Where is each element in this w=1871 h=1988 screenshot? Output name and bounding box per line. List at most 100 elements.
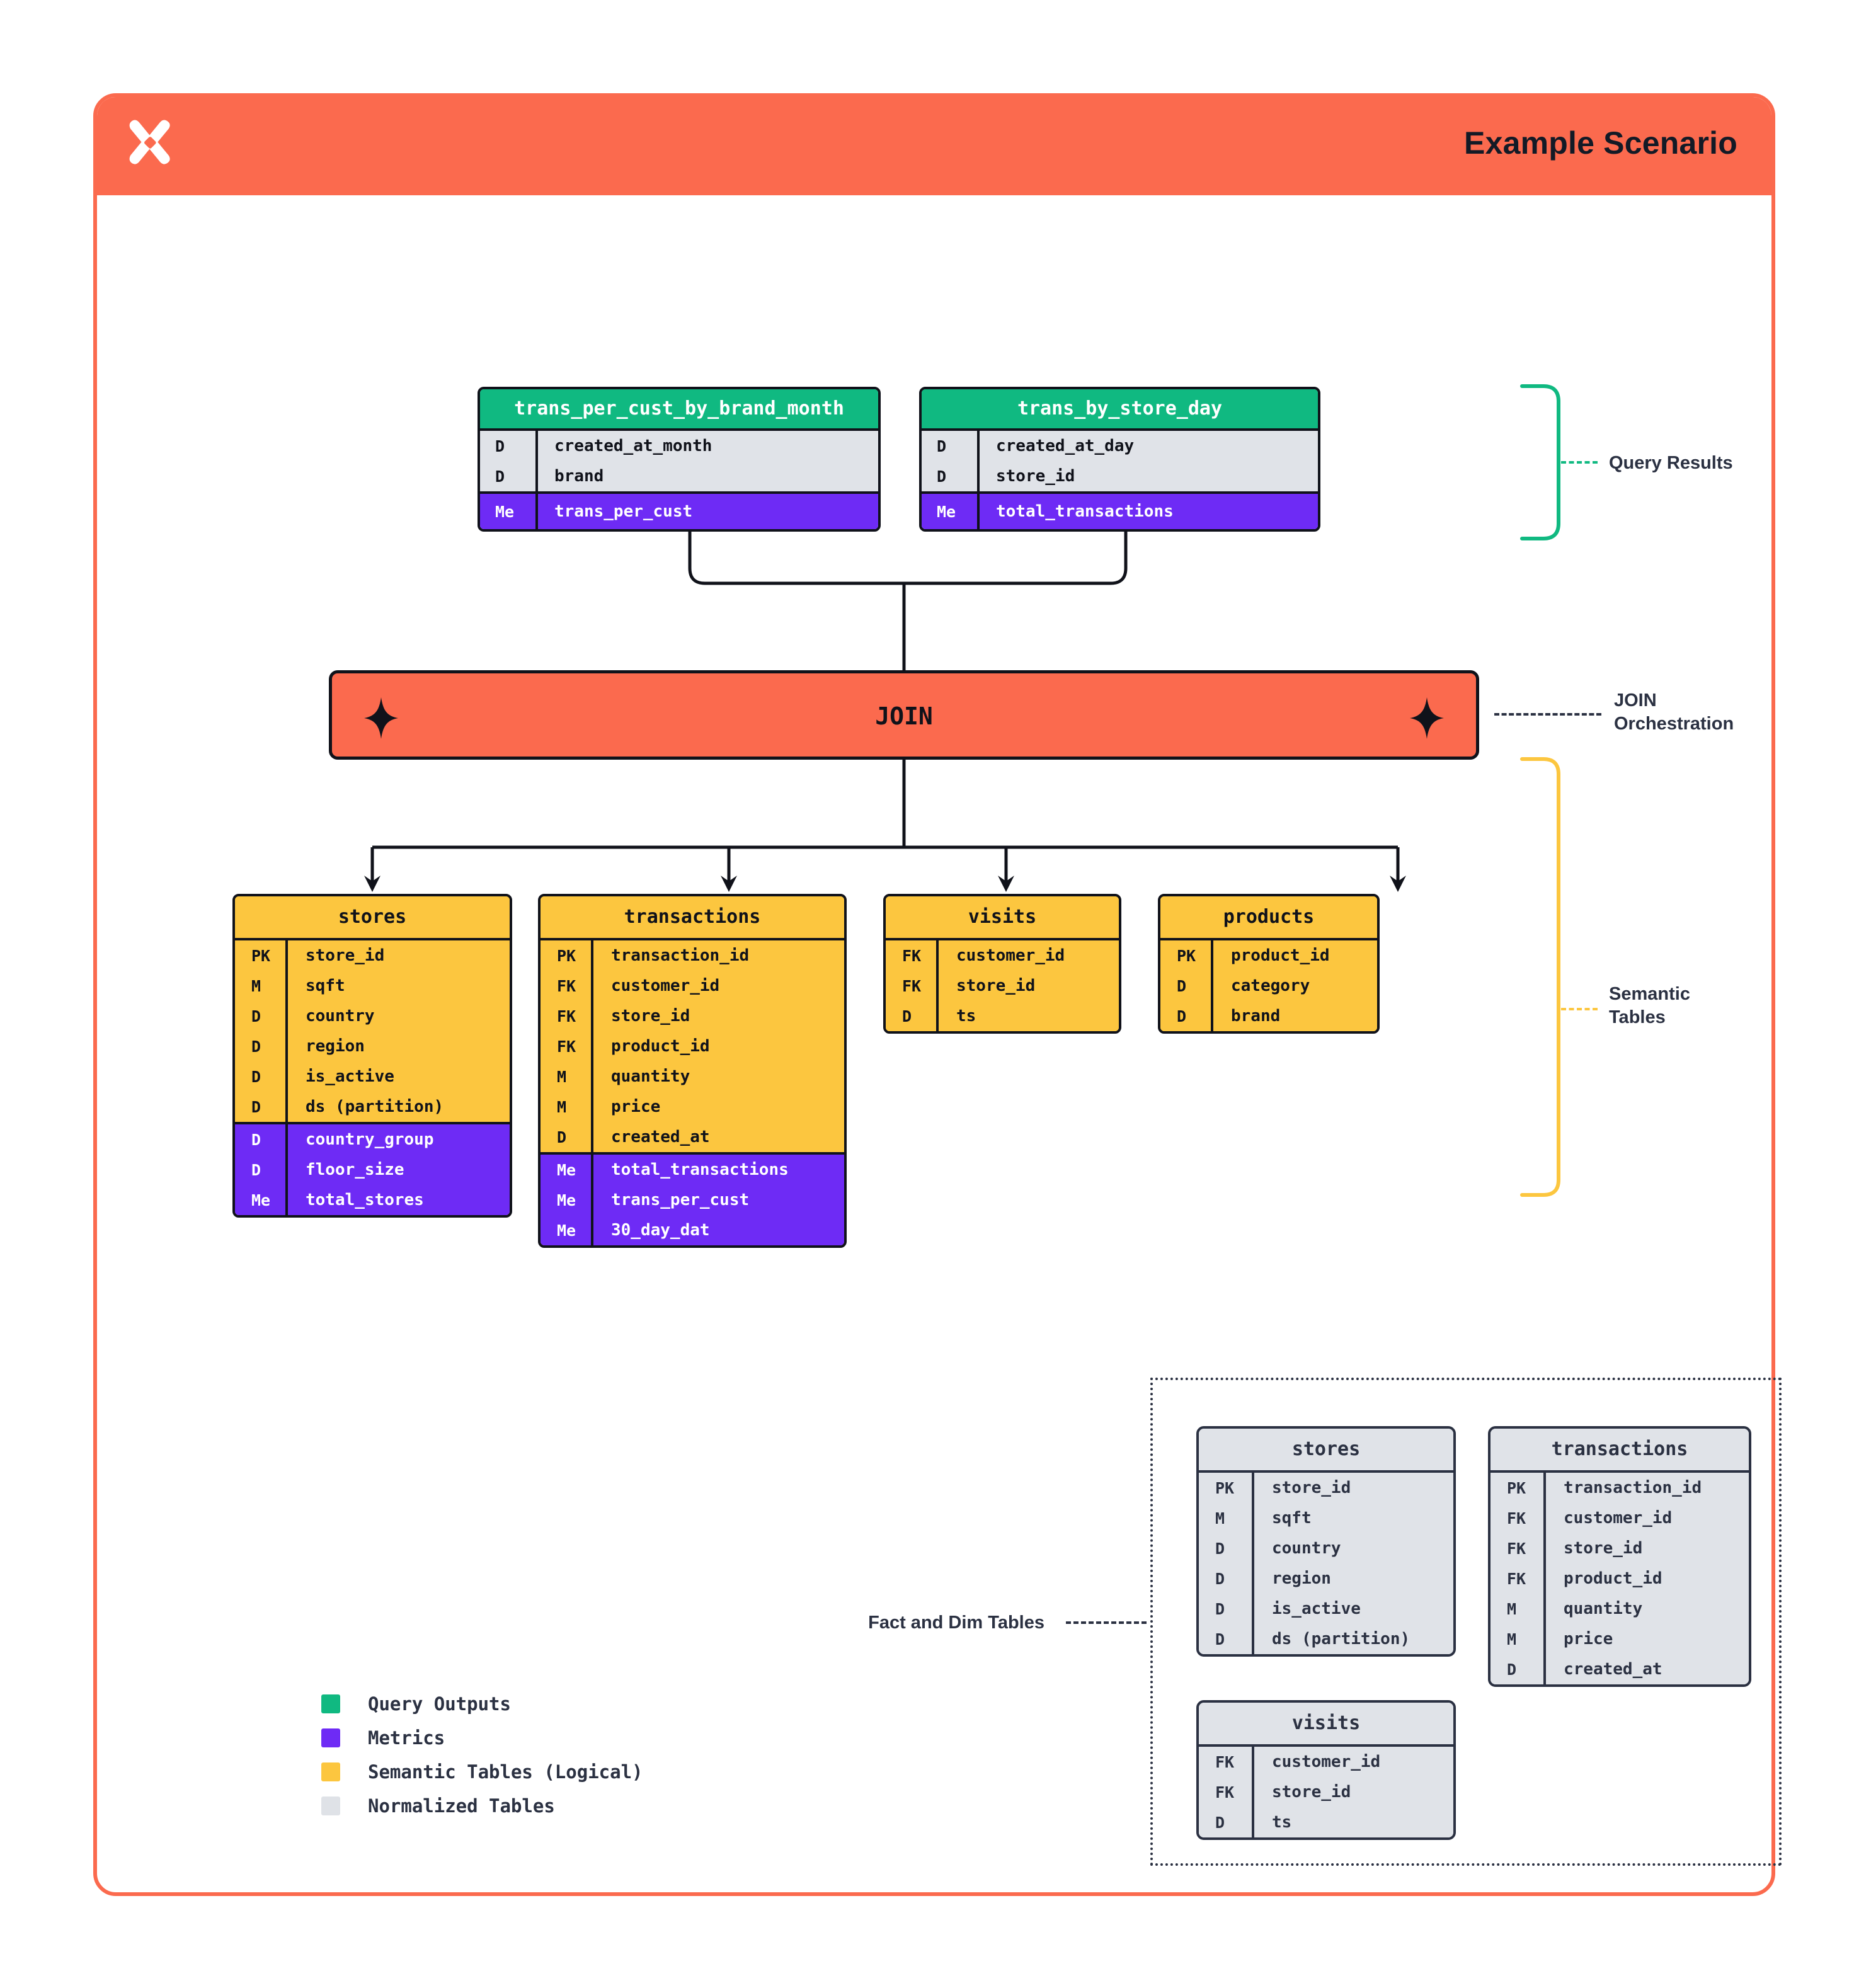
row-field: country	[1252, 1533, 1453, 1563]
table-header: transactions	[541, 896, 844, 938]
row-field: region	[285, 1031, 510, 1061]
row-key: D	[902, 1007, 912, 1025]
semantic-tables-bracket	[1520, 757, 1560, 1197]
row-key: D	[937, 437, 947, 455]
row-key: D	[251, 1160, 261, 1179]
row-key: Me	[251, 1191, 271, 1209]
legend-label: Semantic Tables (Logical)	[368, 1761, 643, 1783]
table-row: Me total_stores	[235, 1185, 510, 1215]
row-field: customer_id	[936, 940, 1119, 971]
table-header: transactions	[1491, 1429, 1749, 1470]
table-header: trans_by_store_day	[922, 389, 1318, 428]
semantic-tables-leader-line	[1561, 1008, 1598, 1010]
row-key: D	[1215, 1630, 1225, 1648]
four-point-star-logo-icon	[129, 120, 170, 164]
row-key: M	[1215, 1509, 1225, 1528]
page-title: Example Scenario	[1464, 125, 1737, 161]
row-key: FK	[1507, 1539, 1526, 1558]
table-row: D brand	[480, 461, 878, 491]
row-field: brand	[535, 461, 878, 491]
legend: Query Outputs Metrics Semantic Tables (L…	[321, 1687, 643, 1823]
table-row: Me total_transactions	[922, 494, 1318, 529]
row-key: Me	[937, 502, 956, 521]
row-field: sqft	[285, 971, 510, 1001]
row-key: D	[937, 467, 947, 486]
row-key: D	[251, 1067, 261, 1086]
legend-swatch-semantic-tables	[321, 1762, 340, 1781]
row-field: ts	[936, 1001, 1119, 1031]
sparkle-icon	[1410, 697, 1444, 739]
query-results-leader-line	[1561, 461, 1598, 464]
row-field: floor_size	[285, 1155, 510, 1185]
row-field: price	[591, 1092, 844, 1122]
row-key: FK	[557, 1007, 576, 1025]
row-field: brand	[1211, 1001, 1377, 1031]
row-field: ds (partition)	[285, 1092, 510, 1122]
row-key: D	[1507, 1660, 1517, 1679]
join-label: JOIN	[875, 702, 933, 730]
query-results-bracket	[1520, 384, 1560, 540]
row-key: Me	[557, 1221, 576, 1240]
semantic-annotation-line2: Tables	[1609, 1007, 1666, 1028]
row-field: store_id	[1252, 1473, 1453, 1503]
table-header: stores	[235, 896, 510, 938]
row-field: country_group	[285, 1124, 510, 1155]
row-key: Me	[495, 502, 515, 521]
row-field: store_id	[1252, 1777, 1453, 1807]
join-annotation-line2: Orchestration	[1614, 714, 1734, 734]
query-result-table-trans-by-store-day[interactable]: trans_by_store_day D created_at_day D st…	[919, 387, 1320, 532]
row-key: D	[251, 1007, 261, 1025]
row-field: total_stores	[285, 1185, 510, 1215]
row-field: is_active	[285, 1061, 510, 1092]
row-key: D	[251, 1097, 261, 1116]
legend-label: Metrics	[368, 1727, 445, 1749]
query-result-table-trans-per-cust-by-brand-month[interactable]: trans_per_cust_by_brand_month D created_…	[478, 387, 881, 532]
table-row: FK store_id	[1199, 1777, 1453, 1807]
legend-swatch-query-outputs	[321, 1694, 340, 1713]
row-key: PK	[1177, 946, 1196, 965]
row-key: FK	[1215, 1752, 1235, 1771]
row-key: FK	[1507, 1509, 1526, 1528]
legend-item-semantic-tables: Semantic Tables (Logical)	[321, 1755, 643, 1789]
fact-dim-leader-line	[1066, 1621, 1147, 1624]
row-key: PK	[1215, 1478, 1235, 1497]
row-field: country	[285, 1001, 510, 1031]
row-field: quantity	[591, 1061, 844, 1092]
row-key: Me	[557, 1160, 576, 1179]
join-orchestration-bar[interactable]: JOIN	[329, 670, 1479, 760]
row-key: D	[495, 467, 505, 486]
row-key: FK	[1215, 1783, 1235, 1802]
row-key: D	[1215, 1539, 1225, 1558]
row-key: FK	[557, 976, 576, 995]
table-header: visits	[886, 896, 1119, 938]
